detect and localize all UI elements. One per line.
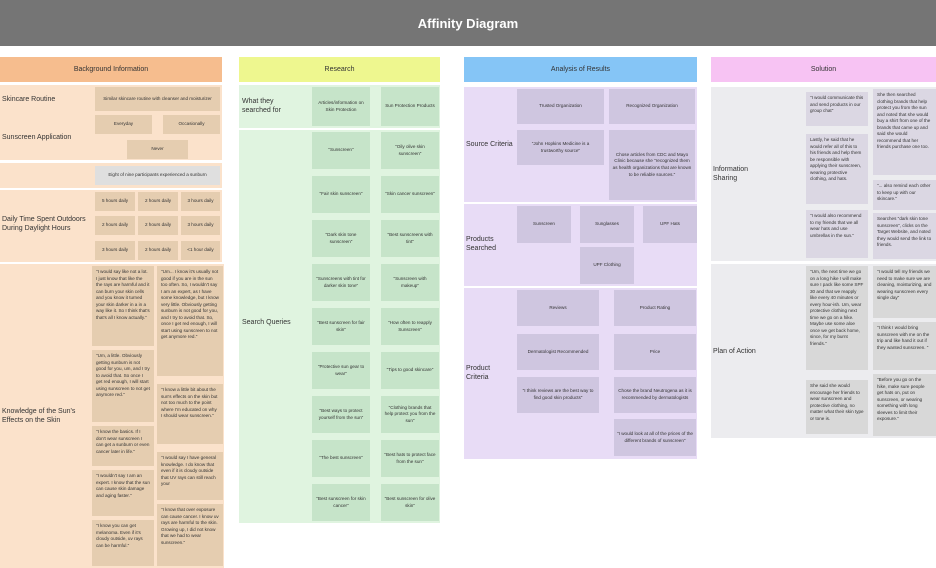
sticky-note: "The best sunscreen" [312, 440, 370, 477]
sticky-note: "Um... I know it's usually not good if y… [157, 266, 223, 376]
sticky-note: "Before you go on the hike, make sure pe… [873, 374, 936, 436]
sticky-note: Dermatologist Recommended [517, 334, 599, 370]
sticky-note: Chose the brand Neutrogena as it is reco… [614, 377, 696, 413]
sticky-note: "I would say like not a lot. I just know… [92, 266, 154, 346]
sticky-note: "... also remind each other to keep up w… [873, 180, 936, 210]
column-header-background: Background Information [0, 57, 222, 82]
sticky-note: Chose articles from CDC and Mayo Clinic … [609, 130, 695, 200]
sticky-note: Sunscreen [517, 206, 571, 243]
sticky-note: "I know a little bit about the sun's eff… [157, 384, 223, 444]
sticky-note: "Sunscreen" [312, 132, 370, 169]
sticky-note: Occasionally [163, 115, 220, 134]
column-header-research: Research [239, 57, 440, 82]
sticky-note: "John Hopkins Medicine is a trustworthy … [517, 130, 604, 165]
sticky-note: "How often to reapply Sunscreen" [381, 308, 439, 345]
sticky-note: "I know you can get melanoma. Even if it… [92, 520, 154, 566]
sticky-note: "Sunscreen with makeup" [381, 264, 439, 301]
sticky-note: "Best hats to protect face from the sun" [381, 440, 439, 477]
label-daily-time-outdoors: Daily Time Spent Outdoors During Dayligh… [2, 216, 86, 233]
diagram-title: Affinity Diagram [0, 0, 936, 46]
sticky-note: "Best ways to protect yourself from the … [312, 396, 370, 433]
sticky-note: "I would communicate this and send produ… [806, 92, 868, 126]
sticky-note: "Best sunscreen for fair skin" [312, 308, 370, 345]
sticky-note: Reviews [517, 290, 599, 326]
sticky-note: Articles/information on Skin Protection [312, 87, 370, 126]
label-knowledge-sun-effects: Knowledge of the Sun's Effects on the Sk… [2, 408, 76, 425]
sticky-note: "Dark skin tone sunscreen" [312, 220, 370, 257]
sticky-note: 2 hours daily [138, 192, 178, 211]
column-header-solution: Solution [711, 57, 936, 82]
sticky-note: She said she would encourage her friends… [806, 380, 868, 434]
sticky-note: 3 hours daily [95, 241, 135, 260]
sticky-note: 5 hours daily [95, 192, 135, 211]
sticky-note: "Oily olive skin sunscreen" [381, 132, 439, 169]
label-products-searched: Products Searched [466, 236, 496, 253]
sticky-note: 2 hours daily [138, 216, 178, 235]
label-sunscreen-application: Sunscreen Application [2, 134, 72, 141]
sticky-note: Sunglasses [580, 206, 634, 243]
sticky-note: "Best sunscreens with tint" [381, 220, 439, 257]
sticky-note: UPF Hats [643, 206, 697, 243]
sticky-note: 3 hours daily [181, 192, 220, 211]
sticky-note: "I wouldn't say I am an expert. I know t… [92, 470, 154, 516]
sticky-note: Product Rating [614, 290, 696, 326]
sticky-note: "Skin cancer sunscreen" [381, 176, 439, 213]
sticky-note: She then searched clothing brands that h… [873, 89, 936, 175]
sticky-note: "I think I would bring sunscreen with me… [873, 322, 936, 370]
sticky-note: "I know that over exposure can cause can… [157, 504, 223, 566]
label-product-criteria: Product Criteria [466, 365, 491, 382]
sticky-note: "Best sunscreen for olive skin" [381, 484, 439, 521]
sticky-note: "I would also recommend to my friends th… [806, 210, 868, 258]
sticky-note: "Tips to good skincare" [381, 352, 439, 389]
sticky-note: 2 hours daily [138, 241, 178, 260]
sticky-note: "I would say I have general knowledge. I… [157, 452, 223, 500]
column-header-analysis: Analysis of Results [464, 57, 697, 82]
sticky-note: Lastly, he said that he would refer all … [806, 134, 868, 204]
sticky-note: 2 hours daily [95, 216, 135, 235]
label-source-criteria: Source Criteria [466, 141, 513, 148]
sticky-note: "I would tell my friends we need to make… [873, 266, 936, 318]
sticky-note: Similar skincare routine with cleanser a… [95, 87, 220, 111]
sticky-note: "I know the basics. If I don't wear suns… [92, 426, 154, 466]
sticky-note: Eight of nine participants experienced a… [95, 166, 220, 185]
sticky-note: "Um, a little. Obviously getting sunburn… [92, 350, 154, 422]
label-plan-of-action: Plan of Action [713, 348, 756, 355]
label-search-queries: Search Queries [242, 319, 291, 326]
sticky-note: 3 hours daily [181, 216, 220, 235]
sticky-note: "Clothing brands that help protect you f… [381, 396, 439, 433]
sticky-note: "Sunscreens with tint for darker skin to… [312, 264, 370, 301]
sticky-note: "I think reviews are the best way to fin… [517, 377, 599, 413]
sticky-note: "Um, the next time we go on a long hike … [806, 266, 868, 370]
sticky-note: "Best sunscreen for skin cancer" [312, 484, 370, 521]
sticky-note: Everyday [95, 115, 152, 134]
sticky-note: Never [127, 140, 188, 159]
sticky-note: "I would look at all of the prices of th… [614, 419, 696, 456]
label-information-sharing: Information Sharing [713, 166, 749, 183]
sticky-note: Sun Protection Products [381, 87, 439, 126]
sticky-note: Trusted Organization [517, 89, 604, 124]
sticky-note: Price [614, 334, 696, 370]
sticky-note: <1 hour daily [181, 241, 220, 260]
sticky-note: "Fair skin sunscreen" [312, 176, 370, 213]
sticky-note: Searches "dark skin tone sunscreen", cli… [873, 213, 936, 259]
label-skincare-routine: Skincare Routine [2, 96, 56, 103]
label-what-they-searched: What they searched for [242, 98, 281, 115]
sticky-note: "Protective sun gear to wear" [312, 352, 370, 389]
sticky-note: Recognized Organization [609, 89, 695, 124]
sticky-note: UPF Clothing [580, 247, 634, 284]
